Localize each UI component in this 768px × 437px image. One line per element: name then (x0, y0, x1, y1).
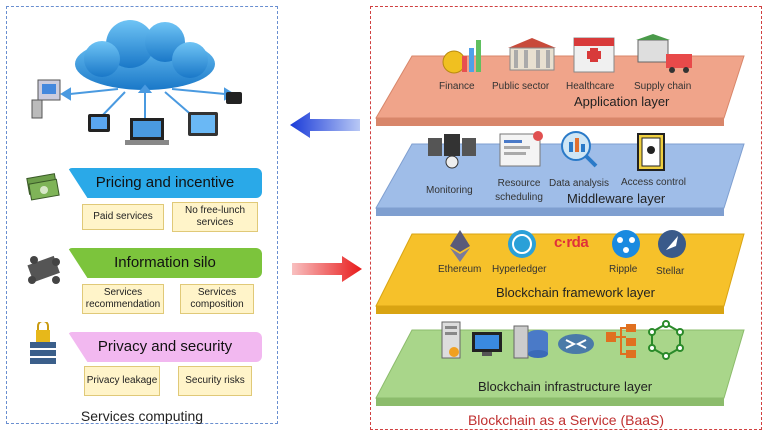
framework-item-label: Stellar (656, 266, 685, 277)
data-analysis-icon (561, 131, 598, 168)
services-recommendation-chip: Services recommendation (82, 284, 164, 314)
services-computing-caption: Services computing (80, 408, 204, 424)
resource-scheduling-icon (499, 131, 543, 167)
application-item-label: Supply chain (634, 81, 692, 92)
baas-panel (370, 6, 762, 430)
money-icon (26, 173, 60, 201)
corda-logo: c·rda (554, 234, 589, 251)
paid-services-chip: Paid services (82, 204, 164, 230)
middleware-item-label: Resource scheduling (495, 178, 543, 203)
laptop-icon (125, 118, 169, 145)
supply-chain-icon (636, 34, 692, 73)
middleware-item-label: Monitoring (426, 185, 473, 196)
information-silo-header: Information silo (68, 248, 262, 278)
infrastructure-layer-label: Blockchain infrastructure layer (478, 379, 653, 394)
tablet-icon-2 (188, 112, 218, 136)
server-icon (441, 321, 461, 359)
middleware-item-label: Access control (621, 177, 687, 188)
public-sector-icon (508, 38, 556, 71)
database-icon (513, 325, 548, 359)
application-item-label: Finance (439, 81, 475, 92)
monitoring-icon (428, 134, 476, 169)
security-lock-icon (30, 322, 56, 364)
section-title: Pricing and incentive (95, 174, 235, 191)
blockchain-network-icon (648, 320, 684, 360)
blue-left-arrow (290, 112, 360, 138)
application-icons (442, 34, 692, 74)
no-free-lunch-chip: No free-lunch services (172, 202, 258, 232)
security-risks-chip: Security risks (178, 366, 252, 396)
services-computing-panel (6, 6, 278, 424)
baas-caption: Blockchain as a Service (BaaS) (467, 412, 665, 428)
router-icon (558, 334, 594, 354)
framework-item-label: Ripple (609, 264, 638, 275)
red-right-arrow (292, 256, 362, 282)
framework-item-label: Ethereum (438, 264, 482, 275)
privacy-leakage-chip: Privacy leakage (84, 366, 160, 396)
healthcare-icon (573, 37, 615, 73)
framework-layer-label: Blockchain framework layer (496, 285, 655, 300)
tablet-icon (88, 114, 110, 132)
infrastructure-icons (441, 320, 684, 360)
hyperledger-icon (508, 230, 536, 258)
ripple-icon (612, 230, 640, 258)
application-item-label: Public sector (492, 81, 550, 92)
finance-icon (442, 40, 481, 74)
monitor-icon (472, 332, 502, 356)
puzzle-icon (27, 255, 60, 284)
cloud-devices-illustration (31, 20, 242, 145)
framework-item-label: Hyperledger (492, 264, 547, 275)
network-hierarchy-icon (606, 324, 636, 358)
application-item-label: Healthcare (566, 81, 615, 92)
framework-icons (450, 230, 686, 262)
ethereum-icon (450, 230, 470, 262)
application-layer-label: Application layer (574, 94, 670, 109)
stellar-icon (658, 230, 686, 258)
middleware-layer-label: Middleware layer (567, 191, 666, 206)
access-control-icon (637, 133, 665, 171)
section-title: Information silo (114, 254, 216, 271)
services-composition-chip: Services composition (180, 284, 254, 314)
desktop-computer-icon (31, 79, 61, 119)
middleware-icons (428, 131, 665, 171)
cloud-icon (75, 20, 215, 90)
section-title: Privacy and security (97, 338, 233, 355)
pricing-incentive-header: Pricing and incentive (68, 168, 262, 198)
middleware-item-label: Data analysis (549, 178, 610, 189)
phone-icon (226, 92, 242, 104)
privacy-security-header: Privacy and security (68, 332, 262, 362)
